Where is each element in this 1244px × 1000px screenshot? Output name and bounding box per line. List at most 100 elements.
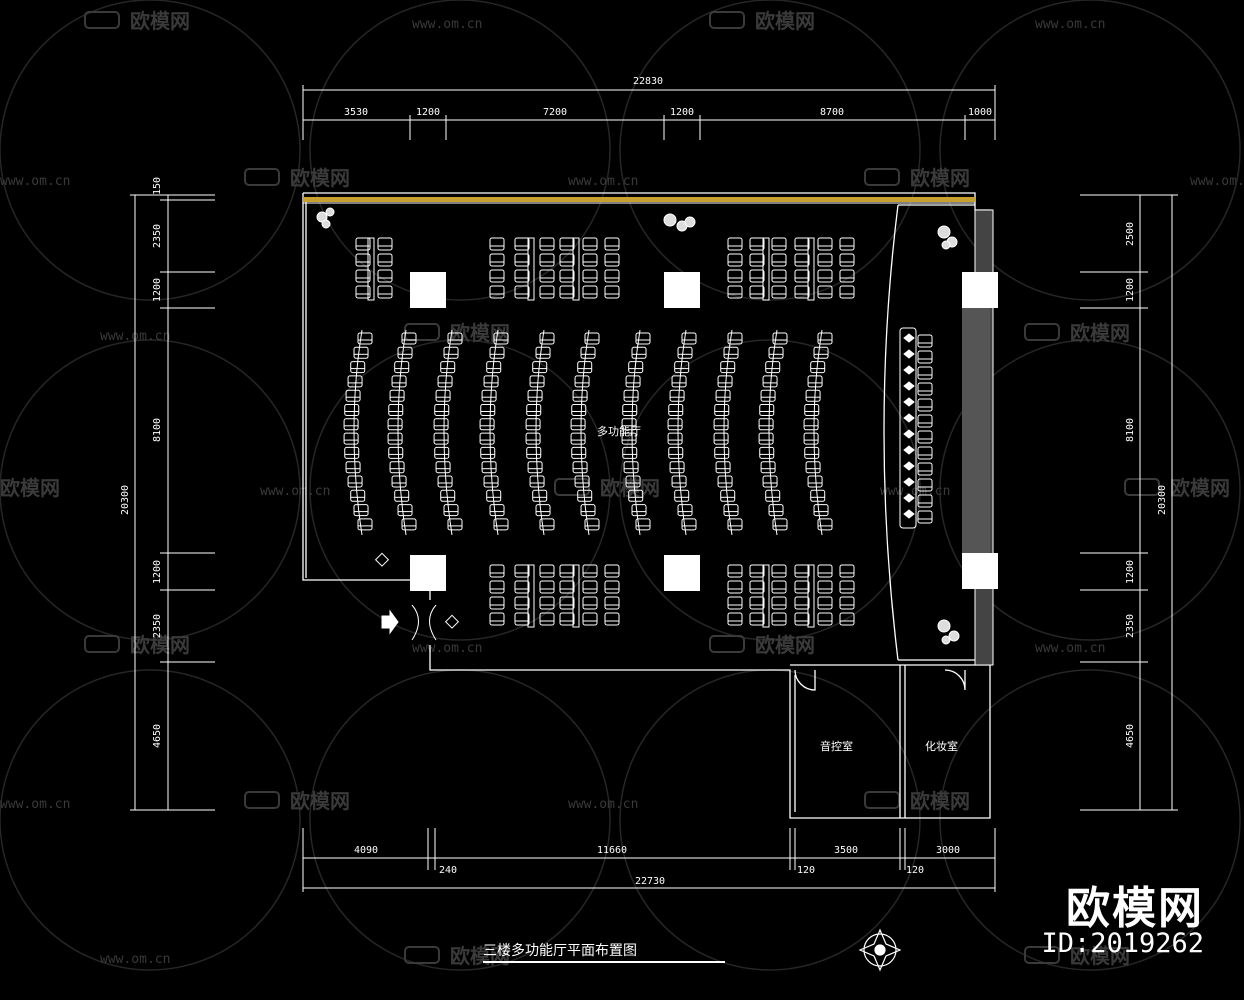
seat-icon (559, 596, 575, 610)
dimension-lines (130, 85, 1178, 892)
watermark-brand: 欧模网 (910, 166, 970, 190)
seat-icon (631, 346, 647, 359)
seat-icon (771, 253, 787, 267)
seat-icon (727, 596, 743, 610)
seat-icon (571, 404, 587, 416)
seat-icon (343, 418, 359, 431)
seat-icon (727, 269, 743, 283)
seat-icon (760, 389, 776, 402)
seat-icon (397, 346, 413, 359)
dimension-labels: 22830 3530 1200 7200 1200 8700 1000 4090… (120, 76, 1168, 887)
seat-icon (559, 580, 575, 594)
seat-icon (604, 269, 620, 283)
seat-icon (582, 564, 598, 578)
seat-icon (559, 285, 575, 299)
watermark-brand: 欧模网 (290, 166, 350, 190)
seat-icon (771, 285, 787, 299)
seat-icon (771, 269, 787, 283)
sofa-logo-icon (1024, 323, 1060, 341)
watermark-url: www.om.cn (412, 641, 482, 656)
brand-badge: 欧模网 (1066, 883, 1204, 934)
seat-icon (483, 475, 499, 488)
seat-icon (749, 285, 765, 299)
seat-icon (621, 418, 637, 431)
entrance-arrow-icon (374, 552, 460, 641)
dim-left-7: 4650 (152, 724, 163, 748)
seat-icon (759, 404, 775, 416)
columns (410, 272, 700, 591)
seat-icon (559, 237, 575, 251)
seat-icon (604, 612, 620, 626)
seat-icon (559, 253, 575, 267)
seat-icon (529, 375, 545, 388)
seat-icon (582, 237, 598, 251)
seat-icon (749, 269, 765, 283)
seat-icon (388, 446, 404, 459)
seat-icon (539, 269, 555, 283)
sofa-logo-icon (864, 791, 900, 809)
seat-icon (813, 504, 829, 517)
seat-icon (604, 253, 620, 267)
seat-icon (535, 346, 551, 359)
seat-icon (762, 375, 778, 388)
seat-icon (481, 389, 497, 402)
seat-icon (807, 475, 823, 488)
seat-icon (771, 596, 787, 610)
seat-icon (345, 461, 361, 474)
watermark-brand: 欧模网 (1070, 944, 1130, 968)
seat-icon (580, 346, 596, 359)
dim-right-4: 1200 (1125, 560, 1136, 584)
seat-icon (514, 564, 530, 578)
seat-icon (623, 389, 639, 402)
seat-icon (622, 404, 638, 416)
seat-icon (749, 596, 765, 610)
seat-icon (489, 504, 505, 517)
seat-icon (917, 478, 933, 492)
seat-icon (582, 269, 598, 283)
seat-icon (917, 366, 933, 380)
seat-icon (387, 418, 403, 431)
seat-icon (539, 237, 555, 251)
seat-icon (723, 346, 739, 359)
seat-icon (397, 504, 413, 517)
seat-icon (805, 461, 821, 474)
seat-icon (377, 269, 393, 283)
watermark-brand: 欧模网 (450, 944, 510, 968)
seat-icon (917, 510, 933, 524)
seat-icon (387, 432, 403, 445)
seat-icon (433, 418, 449, 431)
seat-icon (525, 418, 541, 431)
seat-icon (514, 237, 530, 251)
seat-icon (669, 461, 685, 474)
seat-icon (604, 285, 620, 299)
seat-icon (677, 346, 693, 359)
dim-top-5: 8700 (820, 107, 844, 118)
seat-icon (391, 475, 407, 488)
seat-icon (805, 389, 821, 402)
seat-icon (625, 375, 641, 388)
seat-icon (794, 596, 810, 610)
seating-layer (343, 237, 933, 628)
compass-icon (858, 928, 902, 972)
seat-icon (758, 432, 774, 445)
seat-icon (582, 253, 598, 267)
seat-icon (525, 432, 541, 445)
seat-icon (604, 564, 620, 578)
seat-icon (794, 285, 810, 299)
hall-label: 多功能厅 (597, 424, 641, 438)
dim-right-total: 20300 (1157, 485, 1168, 515)
seat-icon (539, 580, 555, 594)
seat-icon (762, 475, 778, 488)
seat-icon (489, 612, 505, 626)
seat-icon (604, 580, 620, 594)
seat-icon (817, 564, 833, 578)
seat-icon (714, 446, 730, 459)
watermark-brand: 欧模网 (290, 789, 350, 813)
seat-icon (794, 612, 810, 626)
seat-icon (539, 596, 555, 610)
seat-icon (771, 237, 787, 251)
watermark-url: www.om.cn (1035, 17, 1105, 32)
dim-top-3: 7200 (543, 107, 567, 118)
sofa-logo-icon (84, 11, 120, 29)
